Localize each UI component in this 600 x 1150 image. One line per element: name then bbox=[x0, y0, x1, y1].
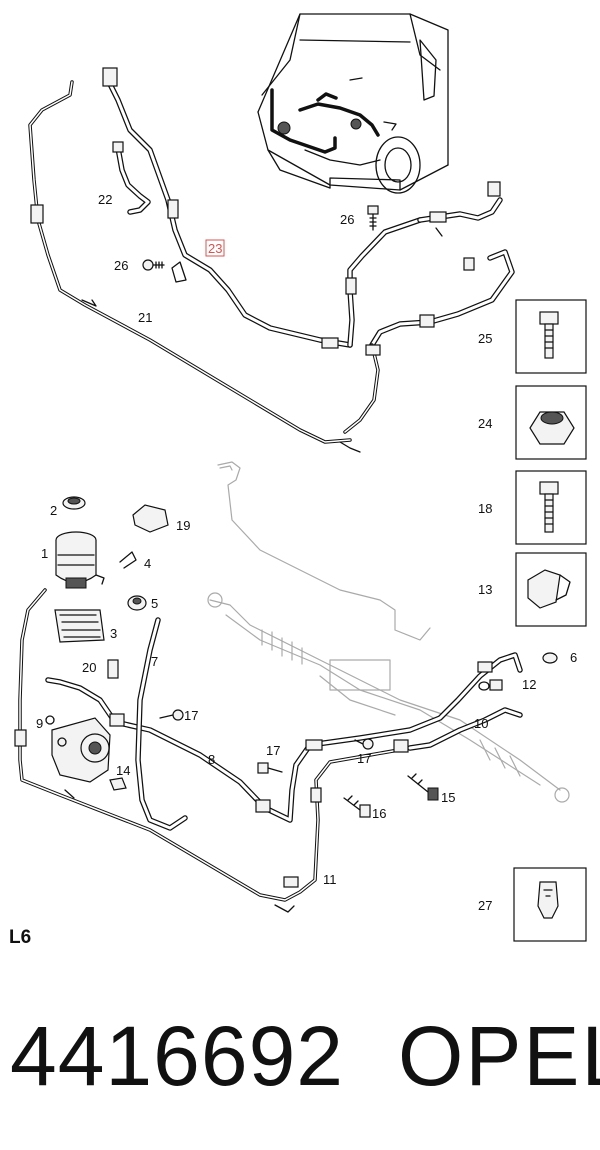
callout-labels: 22 23 26 26 21 25 24 18 13 2 19 1 4 5 3 … bbox=[36, 192, 577, 913]
callout-21: 21 bbox=[138, 310, 152, 325]
callout-10: 10 bbox=[474, 716, 488, 731]
callout-6: 6 bbox=[570, 650, 577, 665]
bolt-16 bbox=[343, 795, 371, 818]
sheet-code: L6 bbox=[9, 927, 32, 948]
fitting-12 bbox=[489, 679, 503, 691]
seal-10 bbox=[478, 681, 490, 691]
connector-20 bbox=[107, 659, 119, 679]
callout-27: 27 bbox=[478, 898, 492, 913]
callout-11: 11 bbox=[323, 872, 337, 887]
callout-24: 24 bbox=[478, 416, 492, 431]
clip-14 bbox=[109, 777, 127, 791]
callout-4: 4 bbox=[144, 556, 151, 571]
callout-18: 18 bbox=[478, 501, 492, 516]
callout-22: 22 bbox=[98, 192, 112, 207]
lower-hose-assembly bbox=[14, 588, 523, 913]
upper-hose-assembly bbox=[28, 67, 515, 453]
callout-1: 1 bbox=[41, 546, 48, 561]
detail-box-27 bbox=[513, 867, 587, 942]
callout-14: 14 bbox=[116, 763, 130, 778]
callout-2: 2 bbox=[50, 503, 57, 518]
reservoir-1 bbox=[55, 531, 105, 589]
callout-8: 8 bbox=[208, 752, 215, 767]
pump-housing bbox=[51, 717, 111, 783]
callout-13: 13 bbox=[478, 582, 492, 597]
grommet-5 bbox=[127, 595, 147, 611]
detail-box-18 bbox=[515, 470, 587, 545]
bolt-17-c bbox=[354, 738, 374, 750]
detail-box-25 bbox=[515, 299, 587, 374]
callout-16: 16 bbox=[372, 806, 386, 821]
callout-12: 12 bbox=[522, 677, 536, 692]
part-number: 4416692 bbox=[10, 1009, 345, 1103]
detail-box-13 bbox=[515, 552, 587, 627]
callout-17-a: 17 bbox=[184, 708, 198, 723]
callout-9: 9 bbox=[36, 716, 43, 731]
steering-rack-ghost bbox=[207, 461, 570, 803]
callout-5: 5 bbox=[151, 596, 158, 611]
callout-23: 23 bbox=[208, 241, 222, 256]
bolt-15 bbox=[407, 773, 439, 801]
bolt-26-left bbox=[142, 259, 165, 271]
callout-26-left: 26 bbox=[114, 258, 128, 273]
vehicle-front-illustration bbox=[257, 13, 449, 194]
callout-25: 25 bbox=[478, 331, 492, 346]
callout-3: 3 bbox=[110, 626, 117, 641]
callout-17-c: 17 bbox=[357, 751, 371, 766]
clip-4 bbox=[119, 551, 137, 569]
clamp-6 bbox=[542, 652, 558, 664]
clamp-19 bbox=[132, 504, 169, 533]
cap-2 bbox=[62, 496, 86, 510]
callout-26-right: 26 bbox=[340, 212, 354, 227]
callout-17-b: 17 bbox=[266, 743, 280, 758]
brand-name: OPEL bbox=[398, 1009, 600, 1103]
bracket-3 bbox=[54, 609, 105, 643]
callout-7: 7 bbox=[151, 654, 158, 669]
callout-19: 19 bbox=[176, 518, 190, 533]
bolt-26-right bbox=[367, 205, 379, 231]
detail-box-24 bbox=[515, 385, 587, 460]
seal-9 bbox=[45, 715, 55, 725]
callout-15: 15 bbox=[441, 790, 455, 805]
callout-20: 20 bbox=[82, 660, 96, 675]
bolt-17-b bbox=[257, 762, 283, 774]
bolt-17-a bbox=[159, 709, 184, 721]
